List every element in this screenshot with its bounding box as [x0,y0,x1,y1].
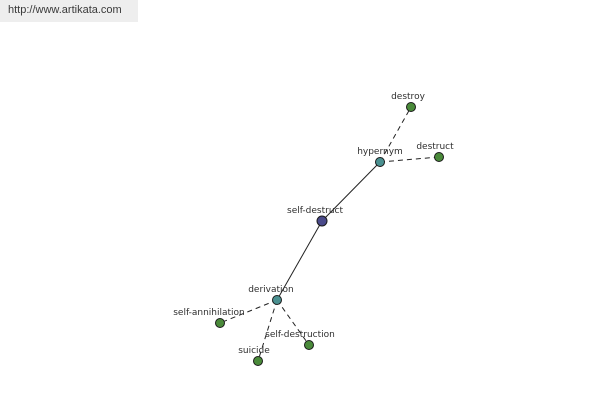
edge-hypernym-to-destruct [379,156,440,163]
node-dot-self-destruct[interactable] [316,215,328,227]
edge-self-destruct-to-derivation [276,220,323,301]
edge-hypernym-to-destroy [379,106,412,163]
source-link[interactable]: http://www.artikata.com [8,4,122,16]
node-dot-self-destruction[interactable] [304,340,314,350]
edge-layer [219,106,440,362]
source-banner: http://www.artikata.com [0,0,138,22]
edge-derivation-to-self-annihilation [219,299,278,324]
edge-derivation-to-self-destruction [276,299,310,346]
node-dot-derivation[interactable] [272,295,282,305]
node-self-destruction[interactable]: self-destruction [265,330,335,350]
node-hypernym[interactable]: hypernym [357,147,403,167]
node-dot-self-annihilation[interactable] [215,318,225,328]
node-label-suicide: suicide [238,346,270,356]
node-label-hypernym: hypernym [357,147,403,157]
node-destruct[interactable]: destruct [416,142,454,162]
node-layer: self-destruct hypernym derivation destroy de… [173,92,454,366]
edge-self-destruct-to-hypernym [321,161,381,222]
node-dot-suicide[interactable] [253,356,263,366]
node-dot-destruct[interactable] [434,152,444,162]
node-self-destruct[interactable]: self-destruct [287,206,343,227]
node-label-destroy: destroy [391,92,425,102]
node-label-derivation: derivation [248,285,294,295]
edge-derivation-to-suicide [257,299,278,362]
node-label-destruct: destruct [416,142,454,152]
node-suicide[interactable]: suicide [238,346,270,366]
node-label-self-annihilation: self-annihilation [173,308,245,318]
node-label-self-destruct: self-destruct [287,206,343,216]
node-self-annihilation[interactable]: self-annihilation [173,308,245,328]
node-destroy[interactable]: destroy [391,92,426,112]
node-dot-destroy[interactable] [406,102,416,112]
node-dot-hypernym[interactable] [375,157,385,167]
node-label-self-destruction: self-destruction [265,330,335,340]
node-derivation[interactable]: derivation [248,285,294,305]
